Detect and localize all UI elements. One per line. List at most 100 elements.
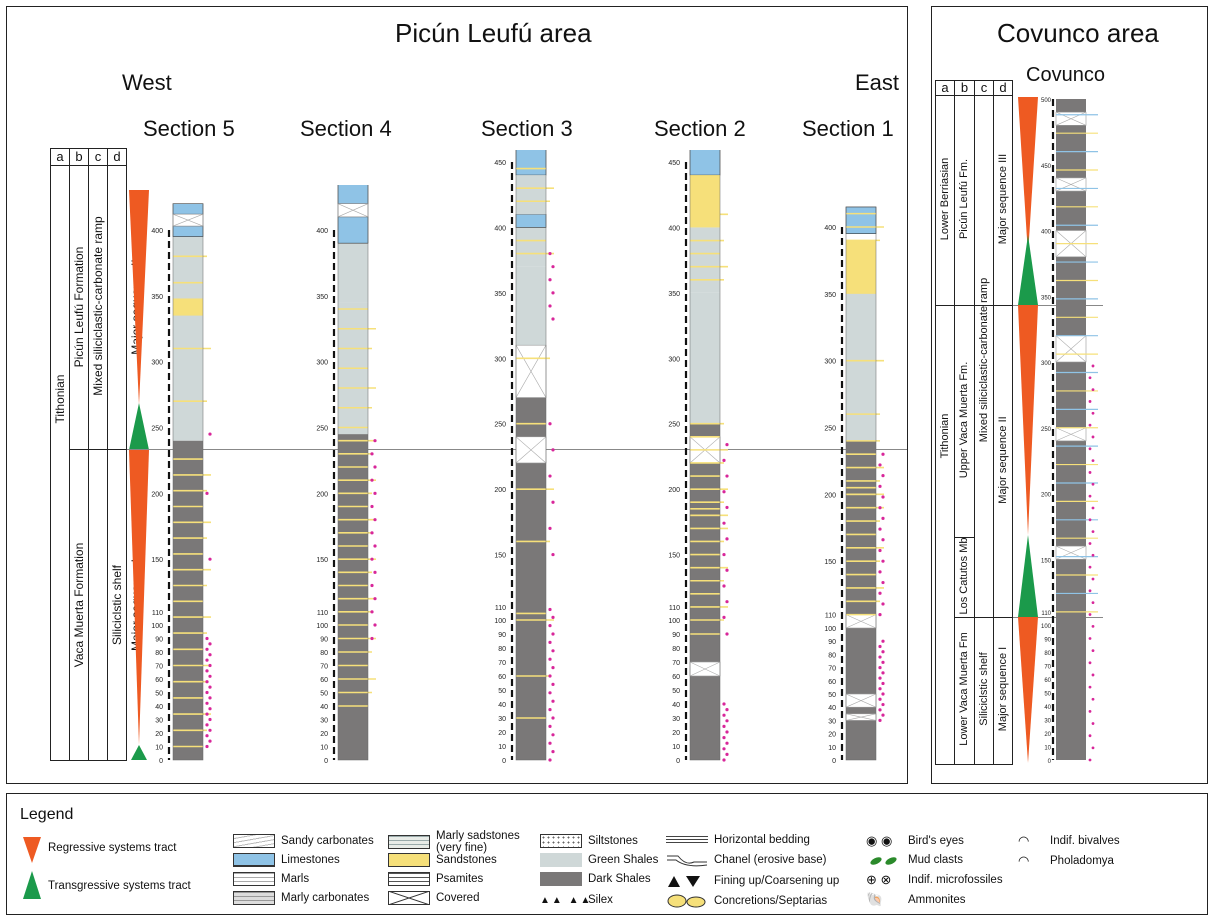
scale-label-60: 60	[498, 674, 506, 681]
cov-a-boundary	[935, 305, 955, 306]
picun-area-title: Picún Leufú area	[395, 18, 592, 48]
cov-fossil-dot-2	[1088, 734, 1092, 738]
scale-label-150: 150	[494, 553, 506, 560]
cov-label-lower-vaca-muerta: Lower Vaca Muerta Fm	[958, 632, 970, 746]
fossil-dot-3	[881, 702, 885, 707]
section-outline	[845, 206, 877, 761]
fossil-dot-6	[722, 724, 726, 729]
scale-label-110: 110	[669, 605, 680, 612]
scale-label-150: 150	[151, 557, 163, 564]
fossil-dot-2	[205, 734, 209, 738]
legend-chanel: Chanel (erosive base)	[666, 853, 827, 867]
fossil-dot-20	[878, 570, 882, 574]
fossil-dot-9	[551, 682, 555, 687]
east-label: East	[855, 70, 900, 95]
cov-fossil-dot-16	[1088, 565, 1092, 569]
fossil-dot-27	[881, 495, 885, 499]
scale-label-350: 350	[668, 291, 680, 298]
fossil-dot-3	[725, 741, 729, 745]
marly-sandstones-label: Marly sadstones (very fine)	[436, 830, 520, 854]
scale-label-50: 50	[155, 691, 163, 698]
scale-label-10: 10	[320, 745, 328, 752]
fossil-dot-11	[551, 666, 555, 670]
legend-covered: Covered	[388, 891, 479, 905]
fossil-dot-20	[548, 526, 552, 530]
layer-green_shale-2	[516, 266, 546, 346]
concretions-icon	[667, 894, 706, 908]
fossil-dot-25	[551, 317, 555, 321]
cov-scale-label-70: 70	[1044, 665, 1051, 671]
legend-frame	[6, 793, 1208, 915]
fossil-dot-20	[722, 490, 726, 494]
picun-area-frame	[6, 6, 908, 784]
scale-label-150: 150	[668, 553, 680, 560]
cov-fossil-dot-18	[1088, 542, 1092, 545]
cov-fossil-dot-6	[1088, 685, 1092, 689]
marls-swatch	[233, 872, 275, 886]
cov-scale-label-250: 250	[1041, 427, 1052, 433]
fossil-dot-13	[551, 649, 555, 653]
cov-d-boundary	[993, 305, 1013, 306]
cov-fossil-dot-1	[1091, 746, 1095, 750]
section-outline	[337, 185, 369, 761]
cov-transgressive-triangle-1	[1018, 235, 1038, 305]
cov-label-siliciclastic-shelf: Siliciclstic shelf	[978, 652, 990, 726]
microfossiles-icon: ⊕ ⊗	[866, 872, 892, 887]
section-2-title: Section 2	[654, 116, 746, 141]
fossil-dot-4	[548, 724, 552, 729]
covered-x2-1	[845, 693, 877, 708]
covered-x2-0	[845, 614, 877, 629]
fossil-dot-7	[373, 544, 377, 548]
cov-fossil-dot-5	[1091, 697, 1095, 701]
fossil-dot-14	[878, 644, 882, 649]
fossil-dot-6	[205, 712, 209, 716]
covered-x2-2	[845, 713, 877, 721]
cov-header-c: c	[974, 80, 994, 96]
fossil-dot-3	[551, 733, 555, 737]
scale-label-350: 350	[316, 294, 328, 301]
fossil-dot-17	[208, 653, 212, 657]
fossil-dot-16	[878, 613, 882, 617]
cov-fossil-dot-29	[1091, 411, 1095, 415]
fossil-dot-12	[878, 655, 882, 659]
scale-label-250: 250	[824, 426, 836, 433]
scale-label-80: 80	[155, 650, 163, 657]
fossil-dot-7	[725, 719, 729, 723]
scale-label-10: 10	[672, 744, 680, 751]
fossil-dot-21	[881, 559, 885, 563]
cov-fossil-dot-30	[1088, 400, 1092, 403]
legend-silex: ▲▲ ▲▲Silex	[540, 894, 613, 906]
scale-label-30: 30	[828, 718, 836, 725]
legend-bivalves: ◠Indif. bivalves	[1018, 833, 1120, 849]
scale-label-300: 300	[668, 356, 680, 363]
pholadomya-label: Pholadomya	[1050, 855, 1114, 867]
legend-mud-clasts: Mud clasts	[866, 853, 963, 867]
fossil-dot-12	[722, 615, 726, 619]
scale-label-40: 40	[155, 704, 163, 711]
section-5-title: Section 5	[143, 116, 235, 141]
scale-label-0: 0	[502, 758, 506, 765]
fossil-dot-0	[205, 744, 209, 749]
scale-label-80: 80	[320, 650, 328, 657]
cov-regressive-triangle-3	[1018, 617, 1038, 763]
scale-label-200: 200	[151, 491, 163, 498]
fossil-dot-23	[551, 448, 555, 452]
cov-fossil-dot-8	[1088, 661, 1092, 665]
legend-microfossiles: ⊕ ⊗Indif. microfossiles	[866, 872, 1003, 888]
fossil-dot-26	[548, 304, 552, 308]
legend-horizontal-bedding: Horizontal bedding	[666, 834, 810, 846]
fossil-dot-12	[205, 680, 209, 684]
marly-carbonates-label: Marly carbonates	[281, 892, 370, 904]
section-3-log: 4504003503002502001501101009080706050403…	[494, 150, 555, 765]
layer-dark_shale-0	[846, 440, 876, 760]
fossil-dot-29	[551, 265, 555, 269]
fossil-dot-21	[551, 500, 555, 504]
cov-fossil-dot-33	[1091, 364, 1095, 368]
scale-label-450: 450	[668, 160, 680, 167]
fossil-dot-10	[722, 702, 726, 706]
green-shales-swatch	[540, 853, 582, 867]
scale-label-400: 400	[494, 225, 506, 232]
fossil-dot-18	[205, 647, 209, 651]
fossil-dot-0	[548, 758, 552, 762]
layer-dark_shale-0	[338, 434, 368, 760]
